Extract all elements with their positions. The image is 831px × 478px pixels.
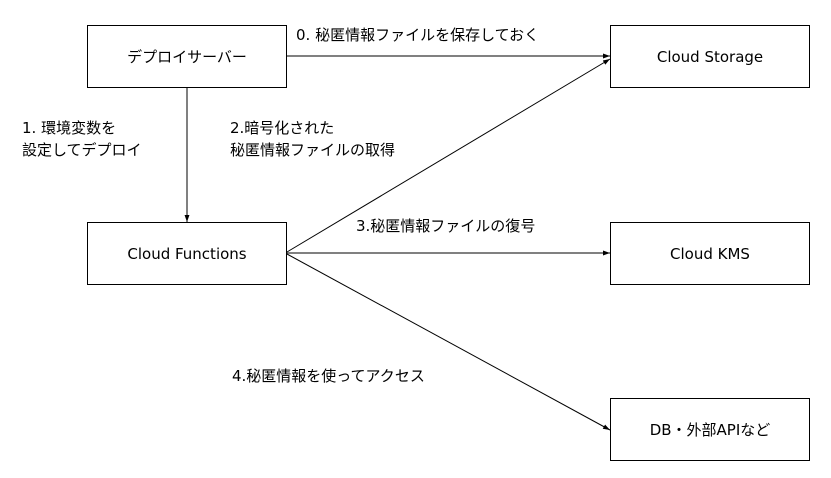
- edge-label-step4: 4.秘匿情報を使ってアクセス: [232, 367, 425, 385]
- edge-label-step3: 3.秘匿情報ファイルの復号: [356, 217, 536, 235]
- node-deploy-server: デプロイサーバー: [87, 25, 287, 88]
- node-cloud-functions-label: Cloud Functions: [127, 244, 247, 263]
- node-cloud-storage-label: Cloud Storage: [656, 47, 764, 66]
- node-cloud-kms: Cloud KMS: [610, 222, 810, 285]
- edge-label-step0: 0. 秘匿情報ファイルを保存しておく: [296, 26, 540, 44]
- edge-label-step1: 1. 環境変数を 設定してデプロイ: [22, 117, 142, 161]
- edge-label-step2-line1: 2.暗号化された: [230, 119, 335, 137]
- node-cloud-storage: Cloud Storage: [610, 25, 810, 88]
- edge-label-step1-line2: 設定してデプロイ: [22, 141, 142, 159]
- edge-functions-to-storage: [286, 58, 611, 253]
- node-cloud-kms-label: Cloud KMS: [670, 244, 750, 263]
- edge-label-step2: 2.暗号化された 秘匿情報ファイルの取得: [230, 117, 395, 161]
- edge-functions-to-db: [286, 253, 611, 431]
- edge-label-step1-line1: 1. 環境変数を: [22, 119, 117, 137]
- node-db-external: DB・外部APIなど: [610, 398, 810, 461]
- edge-label-step2-line2: 秘匿情報ファイルの取得: [230, 141, 396, 159]
- node-cloud-functions: Cloud Functions: [87, 222, 287, 285]
- node-db-external-label: DB・外部APIなど: [649, 421, 771, 439]
- node-deploy-server-label: デプロイサーバー: [127, 48, 247, 66]
